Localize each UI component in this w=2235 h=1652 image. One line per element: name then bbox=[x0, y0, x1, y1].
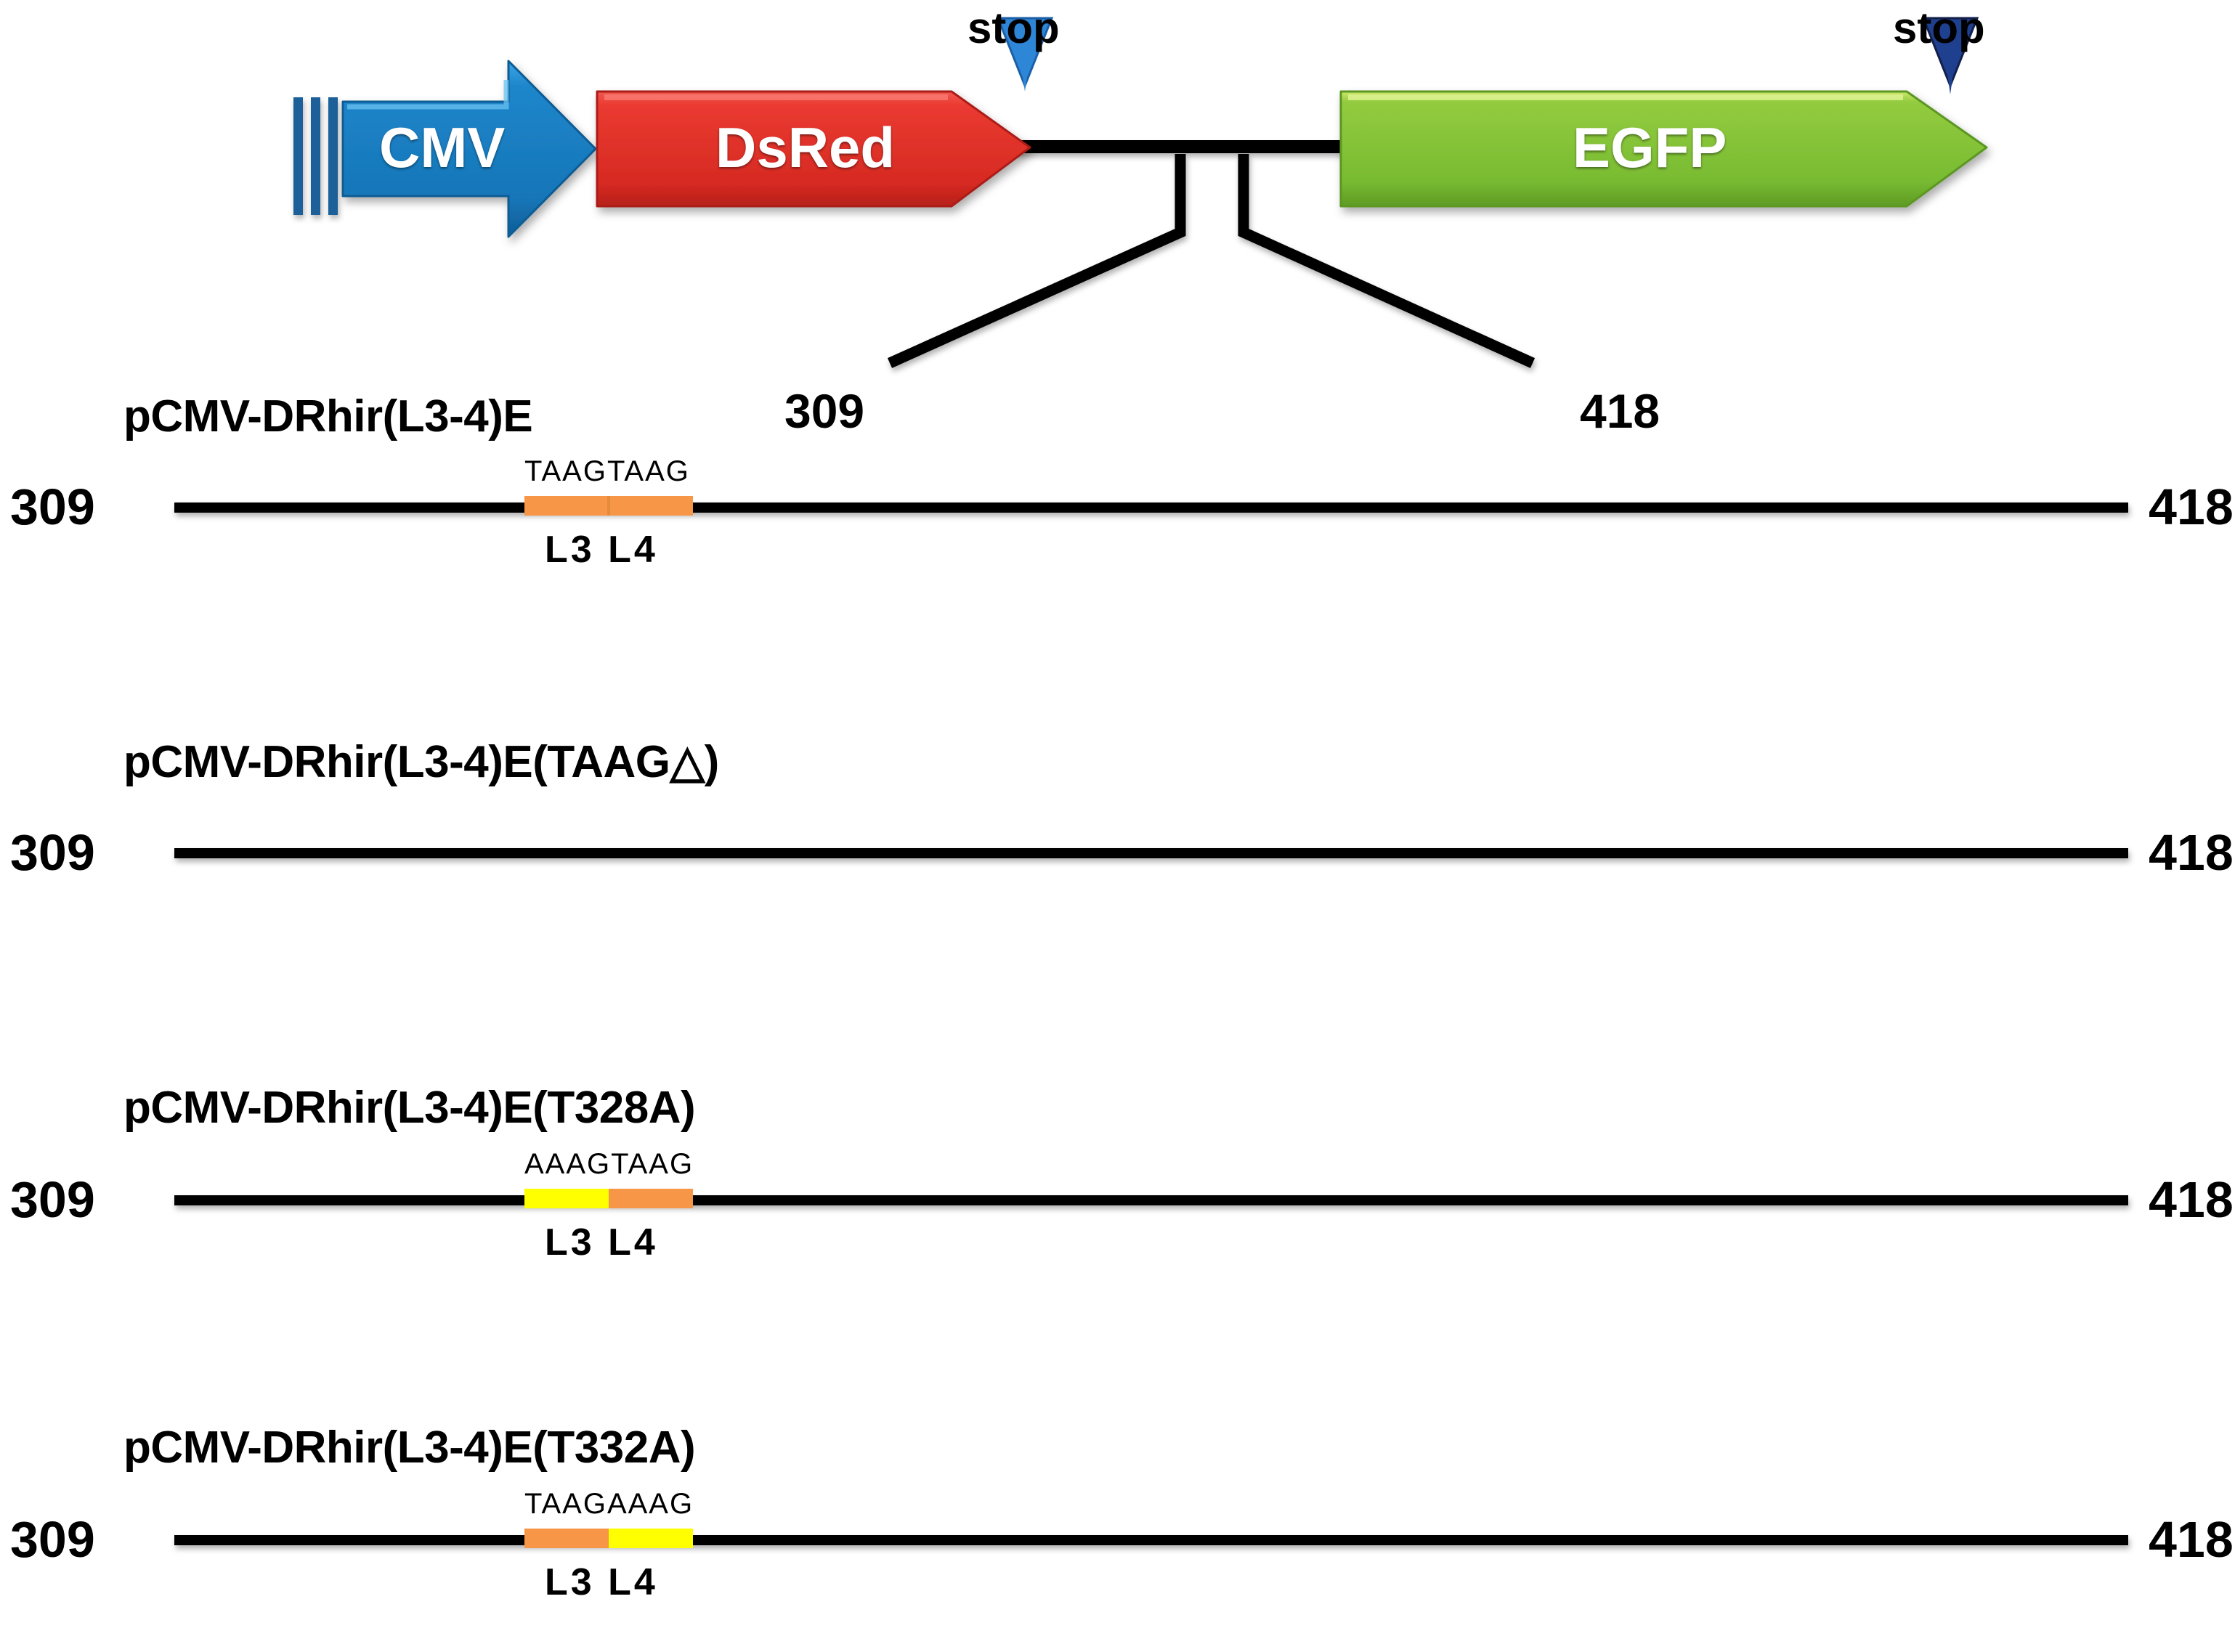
segment-l4-row4 bbox=[609, 1529, 693, 1548]
segment-l4-row1 bbox=[609, 496, 693, 516]
construct-name-3: pCMV-DRhir(L3-4)E(T328A) bbox=[123, 1083, 696, 1133]
right-coord-4: 418 bbox=[2149, 1511, 2234, 1568]
cmv-promoter-arrow bbox=[341, 60, 597, 238]
segment-caption-1: L3 L4 bbox=[545, 529, 658, 571]
egfp-gene-arrow bbox=[1339, 90, 1988, 208]
right-coord-1: 418 bbox=[2149, 479, 2234, 535]
sequence-4: TAAGAAAG bbox=[524, 1488, 694, 1520]
linker-backbone bbox=[1014, 140, 1344, 153]
construct-row-1 bbox=[174, 496, 2128, 516]
dsred-gene-arrow bbox=[596, 90, 1031, 208]
construct-name-1: pCMV-DRhir(L3-4)E bbox=[123, 391, 533, 442]
segment-l4-row3 bbox=[609, 1189, 693, 1208]
segment-l3-row4 bbox=[524, 1529, 609, 1548]
left-coord-4: 309 bbox=[10, 1511, 95, 1568]
origin-tick-marks bbox=[293, 97, 338, 215]
callout-connector bbox=[887, 154, 1536, 368]
segment-caption-3: L3 L4 bbox=[545, 1221, 658, 1264]
stop-marker-triangle-dsred bbox=[996, 17, 1054, 91]
right-coord-2: 418 bbox=[2149, 824, 2234, 881]
cmv-label: CMV bbox=[379, 115, 506, 179]
construct-row-2 bbox=[174, 848, 2128, 858]
construct-name-2: pCMV-DRhir(L3-4)E(TAAG△) bbox=[123, 737, 719, 787]
segment-l3-row1 bbox=[524, 496, 609, 516]
segment-caption-4: L3 L4 bbox=[545, 1561, 658, 1603]
callout-coord-left: 309 bbox=[784, 384, 865, 438]
left-coord-2: 309 bbox=[10, 824, 95, 881]
egfp-label: EGFP bbox=[1573, 115, 1727, 179]
construct-baseline-2 bbox=[174, 848, 2128, 858]
stop-label-dsred: stop bbox=[968, 4, 1060, 52]
segment-l3-row3 bbox=[524, 1189, 609, 1208]
dsred-label: DsRed bbox=[715, 115, 896, 179]
callout-coord-right: 418 bbox=[1580, 384, 1660, 438]
sequence-3: AAAGTAAG bbox=[524, 1148, 694, 1180]
sequence-1: TAAGTAAG bbox=[524, 455, 690, 487]
construct-name-4: pCMV-DRhir(L3-4)E(T332A) bbox=[123, 1423, 696, 1473]
construct-row-4 bbox=[174, 1529, 2128, 1548]
segment-divider-row1 bbox=[607, 496, 610, 516]
stop-marker-triangle-egfp bbox=[1921, 17, 1979, 94]
construct-baseline-1 bbox=[174, 502, 2128, 513]
construct-baseline-4 bbox=[174, 1535, 2128, 1545]
construct-row-3 bbox=[174, 1189, 2128, 1208]
stop-label-egfp: stop bbox=[1893, 4, 1985, 52]
left-coord-1: 309 bbox=[10, 479, 95, 535]
left-coord-3: 309 bbox=[10, 1171, 95, 1228]
right-coord-3: 418 bbox=[2149, 1171, 2234, 1228]
construct-baseline-3 bbox=[174, 1195, 2128, 1205]
